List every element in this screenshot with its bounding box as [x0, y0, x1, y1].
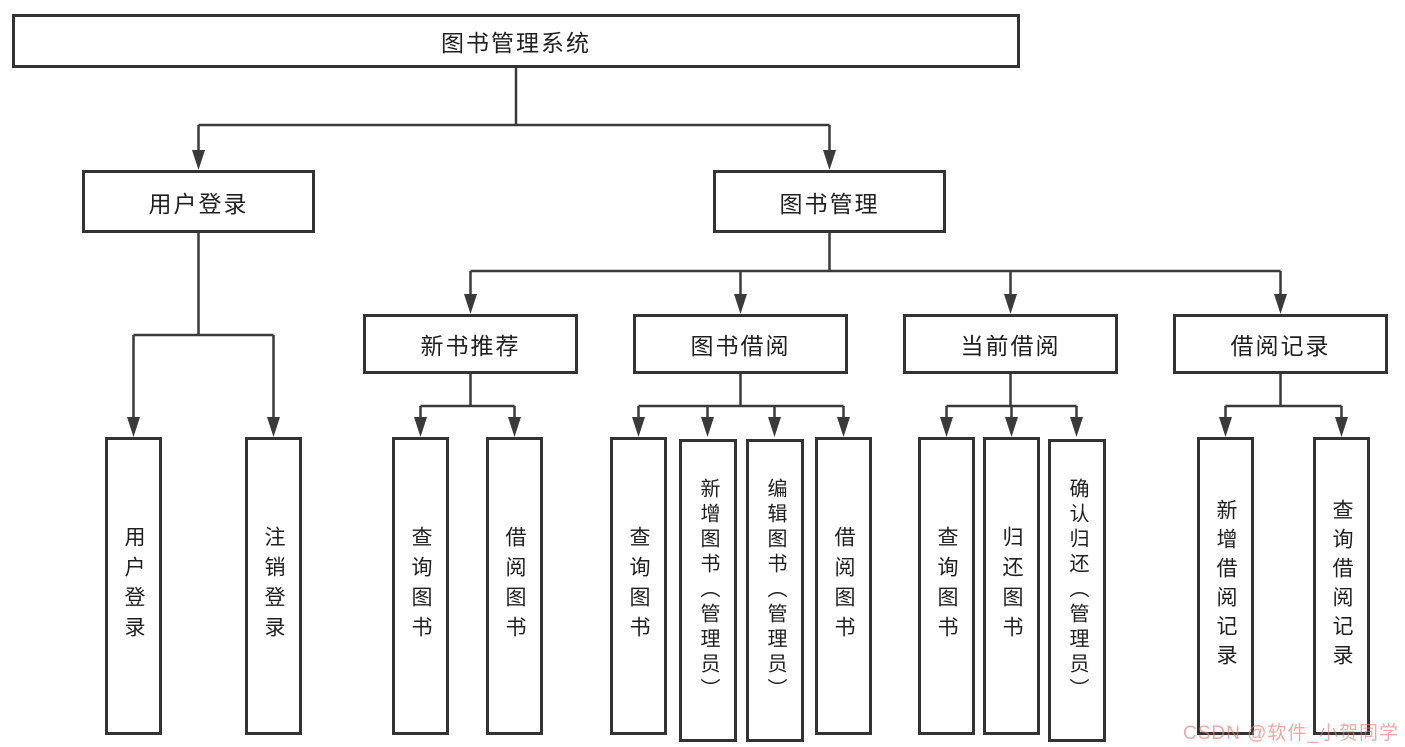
node-label: 查询图书 — [935, 526, 959, 646]
leaf-borrow-books-recommend: 借阅图书 — [486, 437, 543, 735]
node-label: 借阅图书 — [503, 526, 527, 646]
node-label: 图书管理 — [779, 190, 880, 217]
node-label: 用户登录 — [148, 190, 249, 217]
node-user-login: 用户登录 — [82, 170, 315, 233]
node-label: 用户登录 — [122, 526, 146, 646]
leaf-query-books-current: 查询图书 — [918, 437, 975, 735]
node-label: 编辑图书（管理员） — [764, 478, 786, 703]
leaf-logout: 注销登录 — [245, 437, 302, 735]
node-label: 查询借阅记录 — [1330, 499, 1354, 673]
node-label: 归还图书 — [1000, 526, 1024, 646]
leaf-query-books-recommend: 查询图书 — [392, 437, 449, 735]
node-label: 确认归还（管理员） — [1066, 478, 1088, 703]
leaf-add-books-admin: 新增图书（管理员） — [679, 439, 737, 742]
leaf-query-borrow-record: 查询借阅记录 — [1313, 437, 1370, 735]
csdn-watermark: CSDN @软件_小贺同学 — [1183, 723, 1399, 744]
node-label: 查询图书 — [627, 526, 651, 646]
node-label: 图书管理系统 — [441, 30, 591, 56]
leaf-confirm-return-admin: 确认归还（管理员） — [1048, 439, 1106, 742]
node-root-system: 图书管理系统 — [12, 14, 1020, 68]
node-label: 注销登录 — [262, 526, 286, 646]
connector-paths — [132, 68, 1343, 420]
node-book-borrow: 图书借阅 — [633, 314, 848, 374]
node-current-borrow: 当前借阅 — [903, 314, 1118, 374]
leaf-return-books: 归还图书 — [983, 437, 1040, 735]
leaf-add-borrow-record: 新增借阅记录 — [1197, 437, 1254, 735]
node-label: 新书推荐 — [420, 333, 521, 359]
node-borrow-records: 借阅记录 — [1173, 314, 1388, 374]
leaf-user-login: 用户登录 — [105, 437, 162, 735]
node-label: 当前借阅 — [960, 333, 1061, 359]
node-book-management: 图书管理 — [713, 170, 946, 233]
node-label: 借阅图书 — [832, 526, 856, 646]
node-label: 图书借阅 — [690, 333, 791, 359]
node-label: 借阅记录 — [1230, 333, 1331, 359]
leaf-query-books-borrow: 查询图书 — [610, 437, 667, 735]
node-label: 新增图书（管理员） — [697, 478, 719, 703]
node-label: 查询图书 — [409, 526, 433, 646]
node-label: 新增借阅记录 — [1214, 499, 1238, 673]
leaf-borrow-books: 借阅图书 — [815, 437, 872, 735]
arrowheads — [127, 150, 1348, 437]
node-new-book-recommend: 新书推荐 — [363, 314, 578, 374]
leaf-edit-books-admin: 编辑图书（管理员） — [746, 439, 804, 742]
